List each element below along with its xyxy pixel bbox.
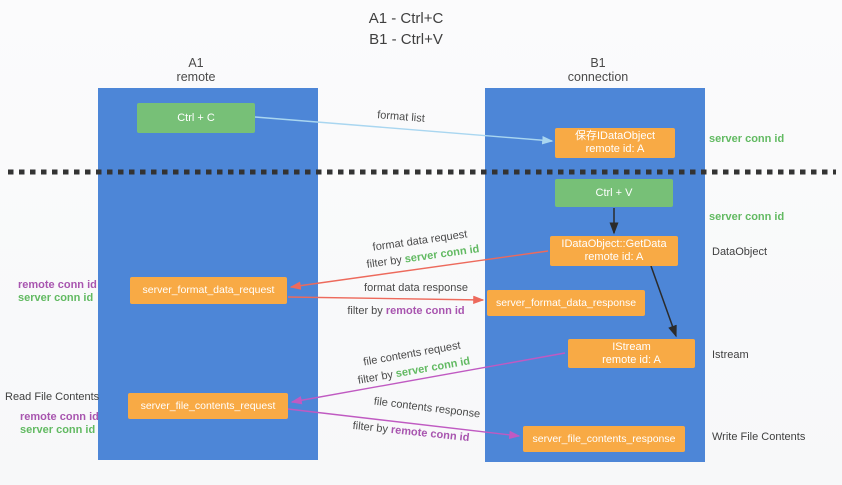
dataobject-label: DataObject [712,246,768,258]
server-file-contents-response-label: server_file_contents_response [532,432,676,445]
format-list-arrow-label: format list [376,109,426,125]
lane-b1-role: connection [567,70,629,84]
lane-a1-name: A1 [188,56,204,70]
filter-by-text: filter by [352,419,389,436]
ctrl-v-node: Ctrl + V [555,179,673,207]
server-file-contents-request-label: server_file_contents_request [140,399,276,412]
write-file-contents-label: Write File Contents [712,431,806,443]
remote-conn-id-tag: remote conn id [385,305,465,317]
istream-line2: remote id: A [602,353,661,366]
server-format-data-response-label: server_format_data_response [495,296,637,309]
filter-by-text: filter by [365,254,403,271]
filter-by-text: filter by [347,305,383,317]
getdata-line2: remote id: A [584,251,644,263]
istream-line1: IStream [612,340,651,353]
lane-header-a1: A1 remote [136,56,256,84]
lane-header-b1: B1 connection [538,56,658,84]
remote-conn-id-tag: remote conn id [390,423,470,445]
server-format-data-request-label: server_format_data_request [142,284,275,296]
lane-a1-role: remote [176,70,216,84]
save-idataobject-line1: 保存IDataObject [574,130,656,142]
save-idataobject-line2: remote id: A [585,143,645,155]
ctrl-v-label: Ctrl + V [595,186,633,199]
server-file-contents-request-node: server_file_contents_request [128,393,288,419]
title-line-1: A1 - Ctrl+C [368,10,444,27]
left-server-conn-id-label: server conn id [18,292,94,304]
format-data-response-arrow-label: format data response [364,282,468,294]
idataobject-getdata-node: IDataObject::GetData remote id: A [550,236,678,266]
ctrl-c-node: Ctrl + C [137,103,255,133]
server-format-data-response-node: server_format_data_response [487,290,645,316]
ctrl-c-label: Ctrl + C [177,111,215,124]
read-file-contents-label: Read File Contents [5,391,100,403]
lane-b1-name: B1 [590,56,606,70]
left-remote-conn-id-label: remote conn id [18,279,97,291]
server-format-data-request-node: server_format_data_request [130,277,287,304]
filter-by-text: filter by [356,368,394,387]
file-contents-response-arrow-label: file contents response [373,395,481,421]
left-remote-conn-id-label-2: remote conn id [20,411,99,423]
diagram-title: A1 - Ctrl+C B1 - Ctrl+V [300,8,512,50]
save-idataobject-node: 保存IDataObject remote id: A [555,128,675,158]
server-file-contents-response-node: server_file_contents_response [523,426,685,452]
left-server-conn-id-label-2: server conn id [20,424,96,436]
right-server-conn-id-label-2: server conn id [709,211,785,223]
getdata-line1: IDataObject::GetData [561,238,667,250]
right-server-conn-id-label-1: server conn id [709,133,785,145]
title-line-2: B1 - Ctrl+V [369,31,443,48]
istream-side-label: Istream [712,349,749,361]
istream-node: IStream remote id: A [568,339,695,368]
